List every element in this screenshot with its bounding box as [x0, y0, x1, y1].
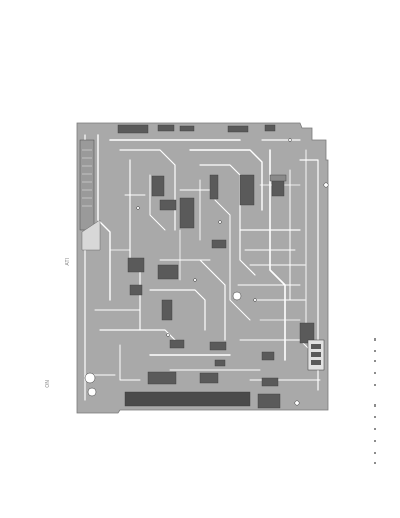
ic-u10 — [239, 174, 255, 206]
top-ic-2 — [179, 125, 195, 132]
ic-u6 — [127, 257, 145, 273]
ic-u5 — [211, 239, 227, 249]
ic-u4 — [209, 174, 219, 200]
ic-mid-3 — [261, 351, 275, 361]
bottom-left-label: ON — [45, 380, 51, 388]
ic-u1 — [151, 175, 165, 197]
top-connector — [117, 124, 149, 134]
top-ic-3 — [227, 125, 249, 133]
ic-bottom-3 — [261, 377, 279, 387]
top-ic-4 — [264, 124, 276, 132]
ic-bottom-1 — [147, 371, 177, 385]
ic-mid-2 — [209, 341, 227, 351]
ic-mid-1 — [169, 339, 185, 349]
ic-u2 — [159, 199, 177, 211]
capacitor-2 — [84, 372, 96, 384]
top-ic-1 — [157, 124, 175, 132]
ic-u3 — [179, 197, 195, 229]
right-margin-ticks — [374, 338, 376, 464]
pcb-pads — [84, 138, 329, 406]
crystal — [269, 174, 287, 182]
transformer — [81, 219, 101, 251]
ic-u7 — [157, 264, 179, 280]
capacitor-1 — [232, 291, 242, 301]
mount-hole-1 — [323, 182, 329, 188]
right-connector — [307, 339, 325, 371]
ic-right-2 — [299, 322, 315, 344]
ic-u8 — [129, 284, 143, 296]
regulator-block — [257, 393, 281, 409]
ic-mid-4 — [214, 359, 226, 367]
left-edge-connector — [79, 139, 95, 231]
pcb-components — [79, 124, 323, 409]
bottom-connector — [124, 391, 251, 407]
ic-u9 — [161, 299, 173, 321]
ic-bottom-2 — [199, 372, 219, 384]
mount-hole-2 — [294, 400, 300, 406]
left-margin-label: ATI — [65, 258, 71, 266]
capacitor-3 — [87, 387, 97, 397]
